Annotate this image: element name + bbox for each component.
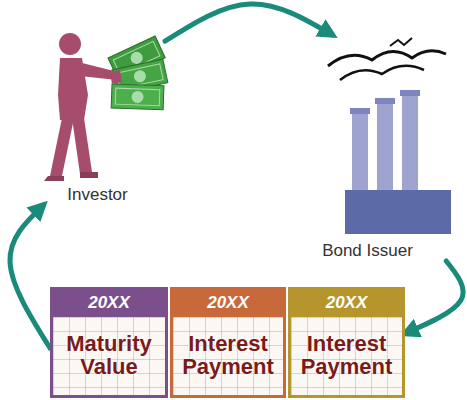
calendar-box: 20XXInterest Payment <box>288 287 405 398</box>
investor-figure <box>44 33 118 181</box>
calendar-year: 20XX <box>291 290 402 317</box>
factory-building <box>328 38 451 234</box>
cycle-arrow <box>165 4 333 41</box>
issuer-node: Bond Issuer <box>280 35 455 261</box>
payment-label: Maturity Value <box>53 317 165 395</box>
investor-node: Investor <box>30 25 165 205</box>
cycle-arrow <box>405 261 463 334</box>
calendar-year: 20XX <box>53 290 165 317</box>
money-bills <box>108 36 168 110</box>
calendar-box: 20XXInterest Payment <box>170 287 286 398</box>
calendar-box: 20XXMaturity Value <box>50 287 168 398</box>
node-label: Investor <box>64 185 130 205</box>
payment-label: Interest Payment <box>291 317 402 395</box>
payment-label: Interest Payment <box>173 317 283 395</box>
calendar-year: 20XX <box>173 290 283 317</box>
node-label: Bond Issuer <box>319 241 416 261</box>
cycle-arrow <box>10 205 50 348</box>
